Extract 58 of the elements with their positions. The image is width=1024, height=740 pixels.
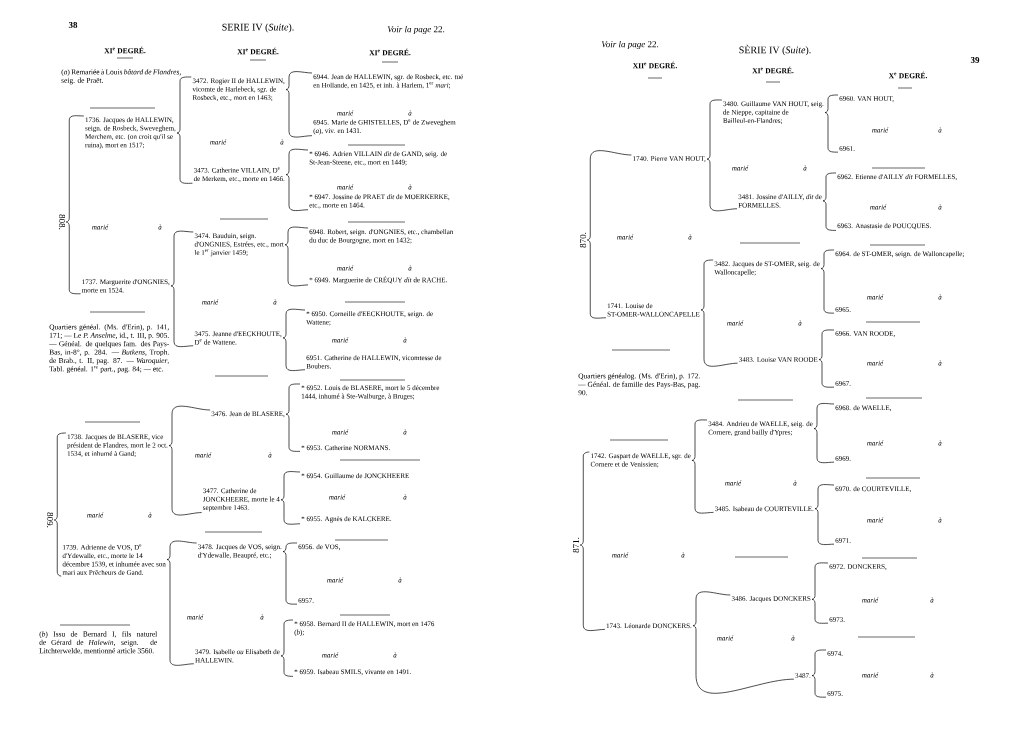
brace	[700, 309, 738, 367]
brace	[280, 619, 294, 657]
brace	[579, 451, 590, 546]
brace	[820, 249, 835, 269]
brace	[813, 428, 835, 464]
brace	[166, 540, 197, 560]
brace	[280, 471, 301, 501]
brace	[282, 542, 298, 552]
brace	[820, 268, 835, 314]
brace	[586, 150, 632, 241]
cross-reference: Voir la page 22.	[387, 25, 445, 35]
brace	[818, 329, 835, 360]
brace	[692, 625, 795, 694]
brace	[65, 115, 85, 223]
brace	[282, 308, 306, 339]
brace	[811, 598, 829, 624]
entry-number: 871.	[572, 537, 580, 553]
brace	[285, 71, 313, 90]
brace	[53, 432, 67, 521]
brace	[813, 403, 835, 429]
brace	[824, 112, 839, 153]
brace	[170, 285, 194, 347]
page-number: 38	[68, 21, 78, 29]
brace	[285, 383, 301, 415]
brace	[282, 337, 306, 371]
brace	[166, 559, 195, 666]
brace	[691, 460, 714, 514]
entry-number: 808.	[58, 214, 66, 230]
brace	[168, 405, 211, 446]
brace	[586, 239, 607, 319]
brace	[65, 221, 81, 295]
brace	[285, 413, 301, 452]
brace	[814, 484, 835, 510]
brace	[818, 359, 835, 388]
brace	[285, 89, 313, 138]
brace	[168, 445, 202, 516]
brace	[824, 94, 839, 113]
running-title: SÈRIE IV (Suite).	[739, 44, 811, 56]
brace	[706, 158, 738, 212]
brace	[282, 551, 298, 605]
brace	[692, 591, 731, 627]
entry-number: 870.	[579, 232, 587, 248]
brace	[53, 519, 62, 577]
brace	[280, 499, 301, 525]
page-number: 39	[970, 57, 980, 64]
brace	[579, 544, 606, 631]
brace	[285, 174, 309, 211]
brace	[811, 562, 829, 600]
cross-reference: Voir la page 22.	[601, 40, 659, 50]
brace	[170, 230, 194, 287]
brace	[814, 508, 835, 545]
brace	[822, 172, 837, 202]
brace	[284, 226, 309, 246]
brace	[822, 200, 837, 231]
entry-number: 809.	[46, 512, 54, 528]
brace	[284, 244, 309, 287]
brace	[285, 148, 309, 175]
running-title: SERIE IV (Suite).	[222, 23, 294, 33]
